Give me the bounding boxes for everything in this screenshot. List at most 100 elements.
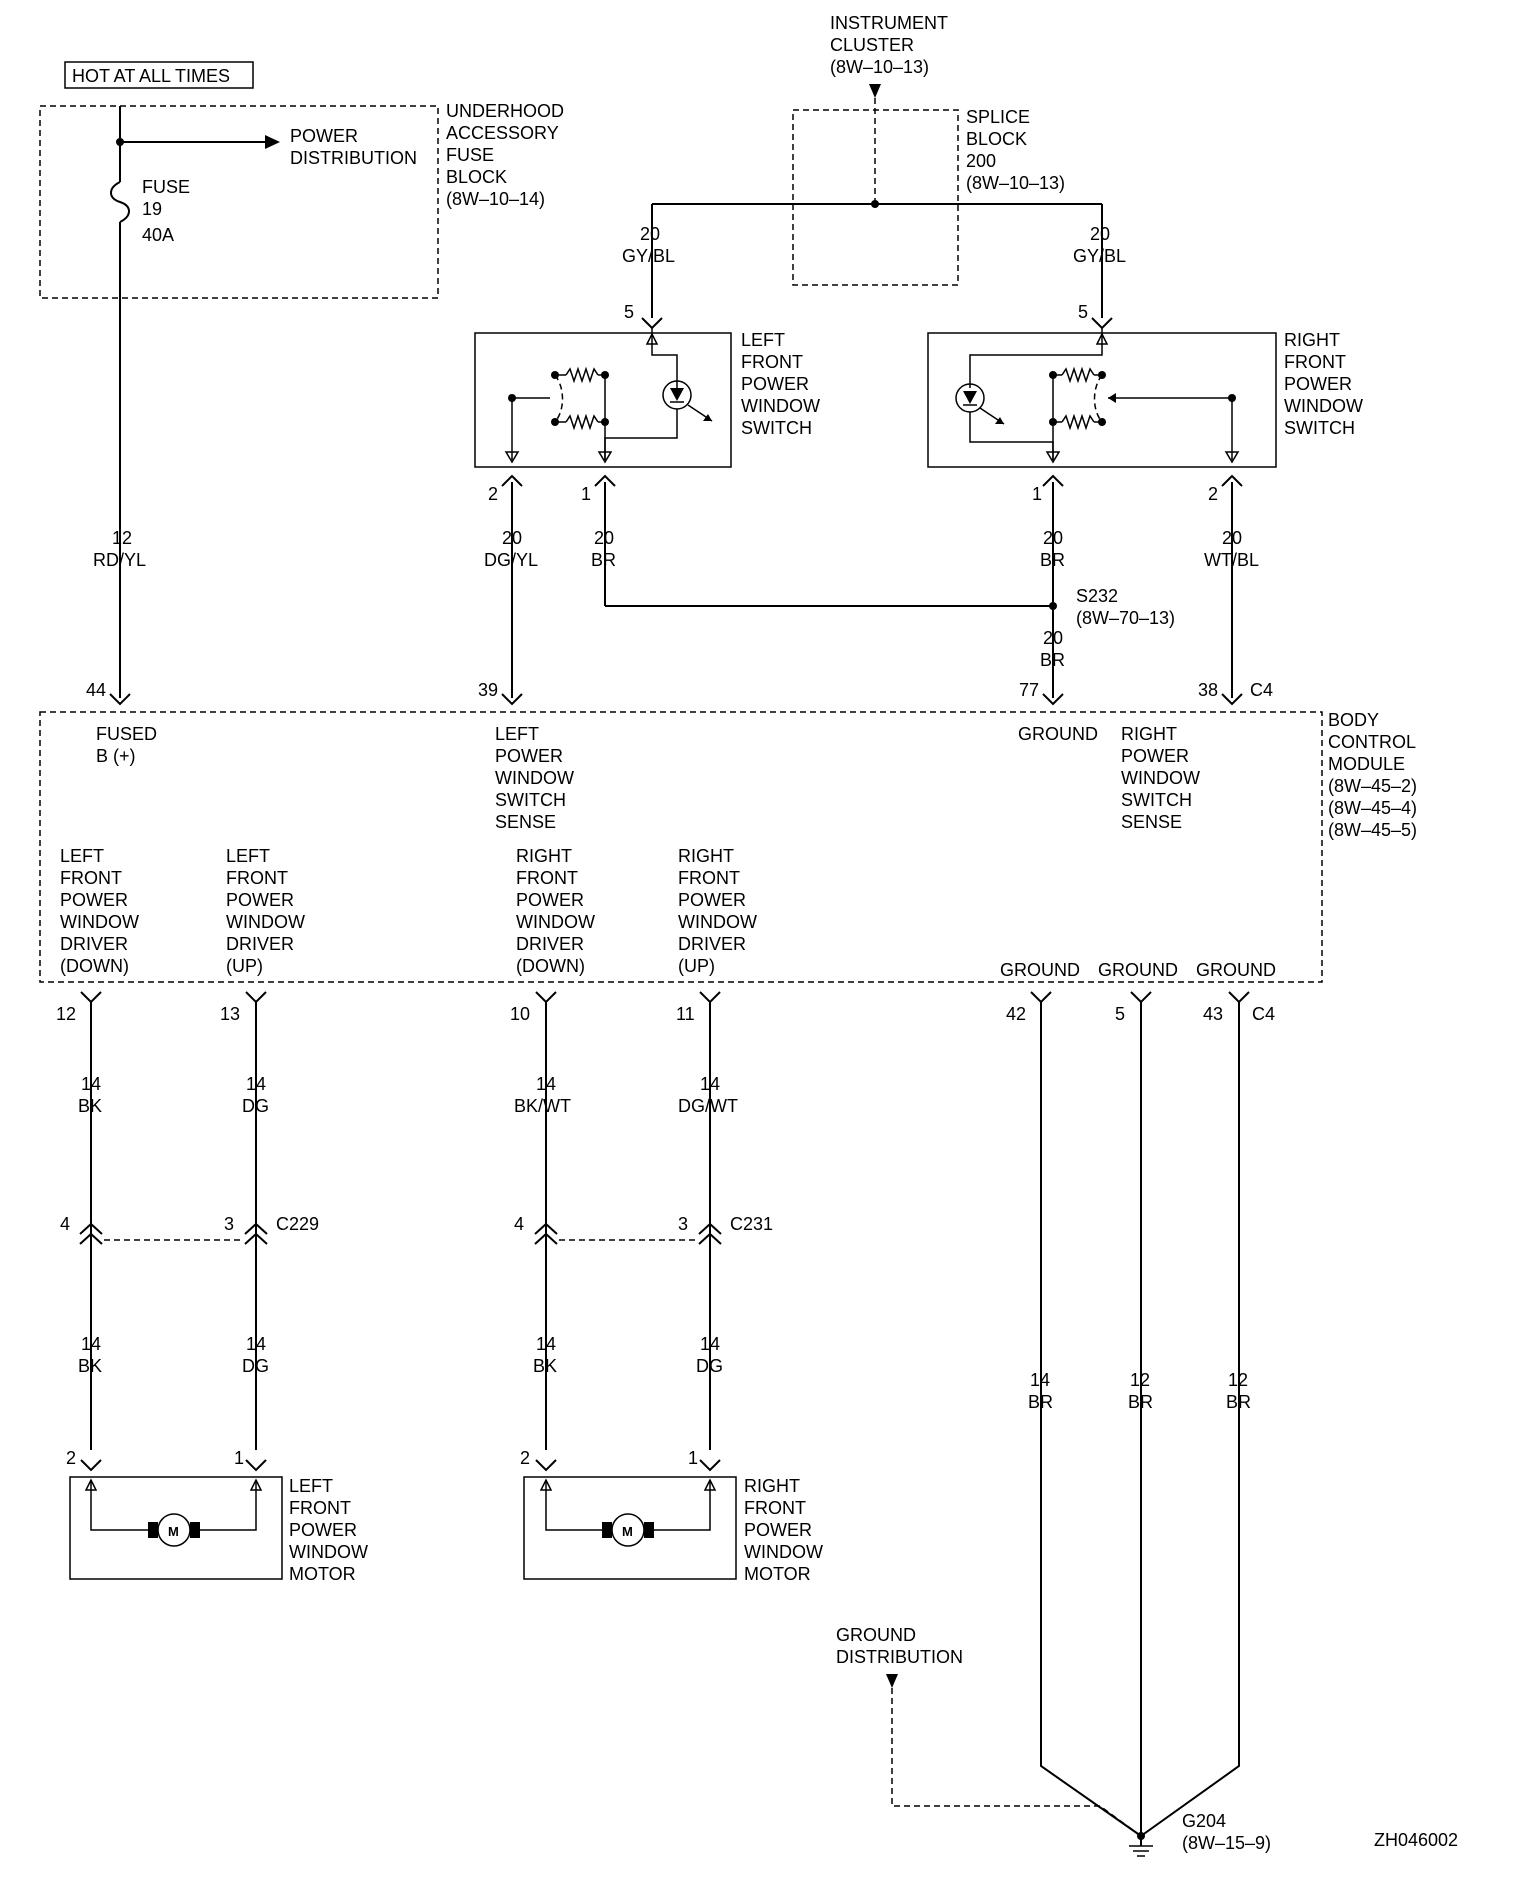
bcm-ground-2: GROUND bbox=[1098, 960, 1178, 980]
bcm-rf-down-6: (DOWN) bbox=[516, 956, 585, 976]
instrument-cluster-ref: (8W–10–13) bbox=[830, 57, 929, 77]
bcm-pin: 42 bbox=[1006, 1004, 1026, 1024]
bcm-ground-3: GROUND bbox=[1196, 960, 1276, 980]
bcm-lf-down-4: WINDOW bbox=[60, 912, 139, 932]
left-motor-label: LEFT bbox=[289, 1476, 333, 1496]
pin-label: 3 bbox=[678, 1214, 688, 1234]
bcm-label-2: CONTROL bbox=[1328, 732, 1416, 752]
ground-icon bbox=[1129, 1845, 1153, 1857]
right-motor-label-5: MOTOR bbox=[744, 1564, 811, 1584]
pin-label: 1 bbox=[581, 484, 591, 504]
right-switch-label-4: WINDOW bbox=[1284, 396, 1363, 416]
bcm-fused-label: FUSED bbox=[96, 724, 157, 744]
bcm-lf-up-2: FRONT bbox=[226, 868, 288, 888]
wire-color: DG bbox=[242, 1356, 269, 1376]
figure-id: ZH046002 bbox=[1374, 1830, 1458, 1850]
connector-c229-label: C229 bbox=[276, 1214, 319, 1234]
wire-left-ground-gauge: 20 bbox=[594, 528, 614, 548]
bcm-right-sense-3: WINDOW bbox=[1121, 768, 1200, 788]
instrument-cluster-label: INSTRUMENT bbox=[830, 13, 948, 33]
bcm-rf-up: RIGHT bbox=[678, 846, 734, 866]
bcm-lf-down: LEFT bbox=[60, 846, 104, 866]
arrow-down-icon bbox=[886, 1674, 898, 1688]
fuse-number: 19 bbox=[142, 199, 162, 219]
fuse-block-name-3: FUSE bbox=[446, 145, 494, 165]
bcm-left-sense-2: POWER bbox=[495, 746, 563, 766]
wire-right-ground-gauge: 20 bbox=[1043, 528, 1063, 548]
wire-gauge: 14 bbox=[536, 1334, 556, 1354]
instrument-cluster: INSTRUMENT CLUSTER (8W–10–13) bbox=[830, 13, 948, 98]
right-motor-label-2: FRONT bbox=[744, 1498, 806, 1518]
instrument-cluster-label-2: CLUSTER bbox=[830, 35, 914, 55]
g204-label: G204 bbox=[1182, 1811, 1226, 1831]
wire-color: DG bbox=[242, 1096, 269, 1116]
splice-block-ref: (8W–10–13) bbox=[966, 173, 1065, 193]
bcm-rf-up-4: WINDOW bbox=[678, 912, 757, 932]
wire-gauge: 14 bbox=[81, 1074, 101, 1094]
bcm-pin: 39 bbox=[478, 680, 498, 700]
wire-color: BK/WT bbox=[514, 1096, 571, 1116]
wire-fuse-color: RD/YL bbox=[93, 550, 146, 570]
wire-color: BR bbox=[1226, 1392, 1251, 1412]
splice-s232-ref: (8W–70–13) bbox=[1076, 608, 1175, 628]
motor-icon bbox=[157, 1513, 191, 1547]
left-switch-label: LEFT bbox=[741, 330, 785, 350]
wire-left-ground-color: BR bbox=[591, 550, 616, 570]
bcm-label-3: MODULE bbox=[1328, 754, 1405, 774]
right-switch-label: RIGHT bbox=[1284, 330, 1340, 350]
wire-right-top-color: GY/BL bbox=[1073, 246, 1126, 266]
fuse-block-name-2: ACCESSORY bbox=[446, 123, 559, 143]
fuse-block-name-4: BLOCK bbox=[446, 167, 507, 187]
wire-right-ground-color: BR bbox=[1040, 550, 1065, 570]
ground-g204: G204 (8W–15–9) bbox=[1129, 1811, 1271, 1857]
wire-gauge: 14 bbox=[246, 1074, 266, 1094]
left-switch-label-4: WINDOW bbox=[741, 396, 820, 416]
power-distribution-label: POWER bbox=[290, 126, 358, 146]
wire-left-top-gauge: 20 bbox=[640, 224, 660, 244]
left-switch-label-2: FRONT bbox=[741, 352, 803, 372]
pin-label: 4 bbox=[60, 1214, 70, 1234]
arrow-icon bbox=[265, 135, 280, 149]
bcm-pin: 77 bbox=[1019, 680, 1039, 700]
bcm-ground-1: GROUND bbox=[1000, 960, 1080, 980]
wire-right-top-gauge: 20 bbox=[1090, 224, 1110, 244]
right-motor-label-3: POWER bbox=[744, 1520, 812, 1540]
right-motor-label: RIGHT bbox=[744, 1476, 800, 1496]
bcm-top-connector: C4 bbox=[1250, 680, 1273, 700]
right-switch-label-2: FRONT bbox=[1284, 352, 1346, 372]
splice-block-200: SPLICE BLOCK 200 (8W–10–13) bbox=[652, 98, 1102, 286]
wire-gauge: 14 bbox=[536, 1074, 556, 1094]
splice-block-number: 200 bbox=[966, 151, 996, 171]
bcm-rf-up-2: FRONT bbox=[678, 868, 740, 888]
wire-color: DG bbox=[696, 1356, 723, 1376]
left-switch-label-3: POWER bbox=[741, 374, 809, 394]
fuse-label: FUSE bbox=[142, 177, 190, 197]
bcm-ref-3: (8W–45–5) bbox=[1328, 820, 1417, 840]
bcm-fused-label-2: B (+) bbox=[96, 746, 136, 766]
ground-wires: 14 BR 12 BR 12 BR bbox=[1028, 1002, 1251, 1837]
ground-distribution-label: GROUND bbox=[836, 1625, 916, 1645]
hot-label-box bbox=[64, 61, 254, 89]
bcm-pin: 13 bbox=[220, 1004, 240, 1024]
wire-left-sense-gauge: 20 bbox=[502, 528, 522, 548]
bcm-pin: 38 bbox=[1198, 680, 1218, 700]
bcm-pin: 10 bbox=[510, 1004, 530, 1024]
splice-block-label-2: BLOCK bbox=[966, 129, 1027, 149]
bcm-right-sense-4: SWITCH bbox=[1121, 790, 1192, 810]
left-motor-label-5: MOTOR bbox=[289, 1564, 356, 1584]
bcm-lf-up: LEFT bbox=[226, 846, 270, 866]
bcm-left-sense: LEFT bbox=[495, 724, 539, 744]
bcm-left-sense-3: WINDOW bbox=[495, 768, 574, 788]
wire-gauge: 14 bbox=[246, 1334, 266, 1354]
bcm-lf-up-4: WINDOW bbox=[226, 912, 305, 932]
bcm-pin: 12 bbox=[56, 1004, 76, 1024]
ground-distribution-label-2: DISTRIBUTION bbox=[836, 1647, 963, 1667]
wire-color: BR bbox=[1128, 1392, 1153, 1412]
wire-right-sense-color: WT/BL bbox=[1204, 550, 1259, 570]
hot-label: HOT AT ALL TIMES bbox=[72, 66, 230, 86]
fuse-icon bbox=[110, 181, 130, 223]
wire-splice-color: BR bbox=[1040, 650, 1065, 670]
wire-color: BK bbox=[78, 1096, 102, 1116]
wire-left-sense-color: DG/YL bbox=[484, 550, 538, 570]
